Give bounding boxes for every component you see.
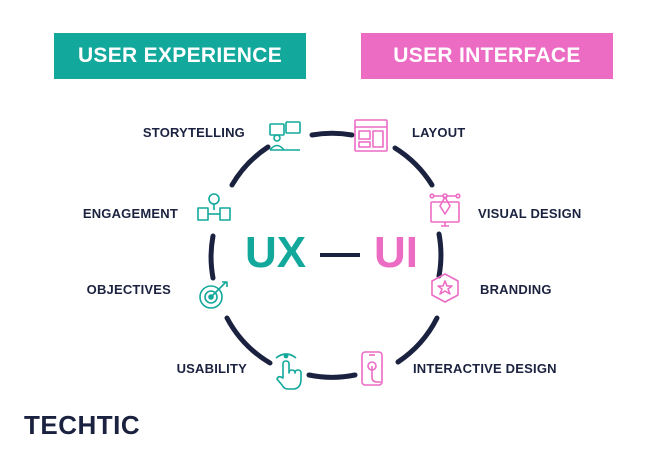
visual-design-icon xyxy=(429,193,461,227)
label-interactive-design: INTERACTIVE DESIGN xyxy=(413,361,557,376)
label-visual-design: VISUAL DESIGN xyxy=(478,206,582,221)
techtic-logo: TECHTIC xyxy=(24,410,141,440)
branding-icon xyxy=(431,273,459,303)
center-ui-text: UI xyxy=(374,228,418,277)
storytelling-icon xyxy=(269,121,301,151)
target-icon xyxy=(199,281,228,309)
label-engagement: ENGAGEMENT xyxy=(82,206,178,221)
label-storytelling: STORYTELLING xyxy=(142,125,245,140)
layout-icon xyxy=(354,119,388,152)
engagement-icon xyxy=(197,193,231,221)
cycle-ring xyxy=(208,130,444,380)
hand-pointer-icon xyxy=(275,353,302,390)
label-layout: LAYOUT xyxy=(412,125,466,140)
label-branding: BRANDING xyxy=(480,282,552,297)
ux-banner: USER EXPERIENCE xyxy=(54,33,306,79)
ui-banner: USER INTERFACE xyxy=(361,33,613,79)
ui-banner-text: USER INTERFACE xyxy=(393,44,581,67)
ux-banner-text: USER EXPERIENCE xyxy=(77,44,283,67)
center-ux-text: UX xyxy=(245,228,307,277)
touch-screen-icon xyxy=(361,351,383,386)
label-usability: USABILITY xyxy=(176,361,247,376)
label-objectives: OBJECTIVES xyxy=(86,282,171,297)
